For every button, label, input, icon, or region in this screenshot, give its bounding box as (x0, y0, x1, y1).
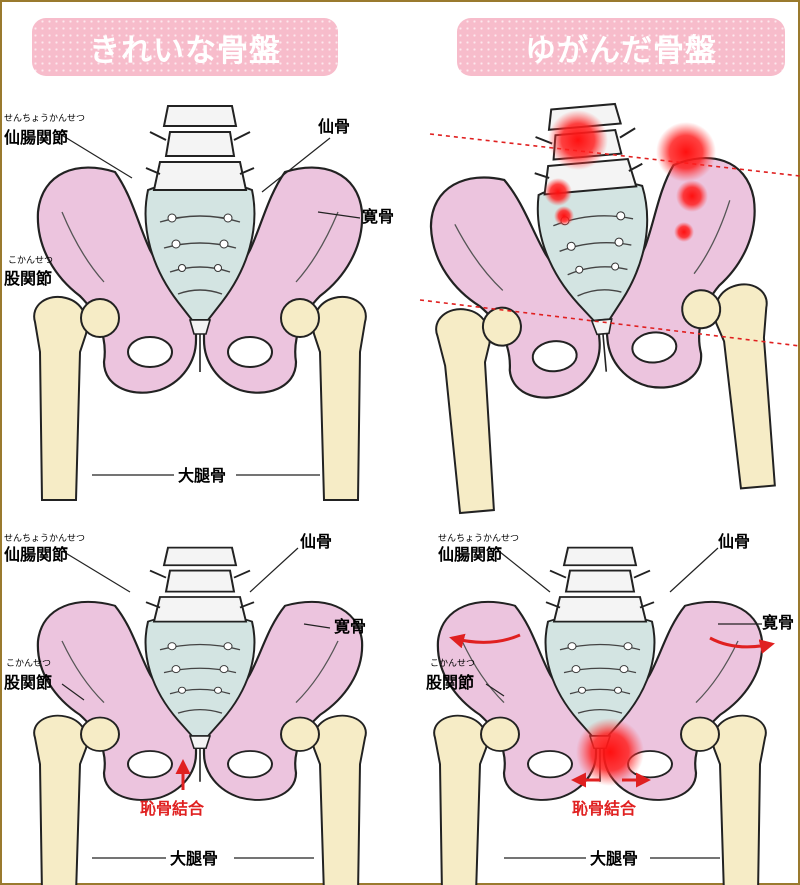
header-distorted-pelvis: ゆがんだ骨盤 (457, 18, 785, 76)
normal-pelvis-front-illustration: せんちょうかんせつ 仙腸関節 仙骨 寛骨 こかんせつ 股関節 恥骨結合 大腿骨 (4, 532, 367, 885)
label-sacrum: 仙骨 (300, 532, 332, 551)
label-sacroiliac-ruby: せんちょうかんせつ (4, 113, 85, 124)
label-pubic-symphysis: 恥骨結合 (572, 799, 637, 818)
label-pubic-symphysis: 恥骨結合 (140, 799, 205, 818)
distorted-pelvis-illustration (416, 91, 800, 515)
label-hip-joint-ruby: こかんせつ (8, 255, 53, 266)
label-hip-joint: 股関節 (4, 269, 52, 288)
label-femur: 大腿骨 (590, 849, 638, 868)
red-glow-marker-icon (576, 718, 644, 786)
panel-distorted-pelvis-bottom: せんちょうかんせつ 仙腸関節 仙骨 寛骨 こかんせつ 股関節 恥骨結合 大腿骨 (400, 500, 800, 885)
label-sacroiliac-joint: 仙腸関節 (4, 545, 68, 564)
red-glow-marker-icon (554, 206, 574, 226)
panel-normal-pelvis-top: せんちょうかんせつ 仙腸関節 仙骨 寛骨 こかんせつ 股関節 大腿骨 (0, 0, 400, 502)
panel-distorted-pelvis-top (400, 0, 800, 515)
label-femur: 大腿骨 (170, 849, 218, 868)
normal-pelvis-illustration: せんちょうかんせつ 仙腸関節 仙骨 寛骨 こかんせつ 股関節 大腿骨 (4, 104, 394, 502)
red-glow-marker-icon (548, 110, 608, 170)
label-hip-bone: 寛骨 (762, 613, 794, 632)
red-glow-marker-icon (674, 222, 694, 242)
label-hip-joint: 股関節 (426, 673, 474, 692)
red-glow-marker-icon (656, 122, 716, 182)
label-hip-bone: 寛骨 (362, 207, 394, 226)
label-sacroiliac-joint: 仙腸関節 (438, 545, 502, 564)
label-hip-joint-ruby: こかんせつ (430, 658, 475, 669)
label-sacroiliac-ruby: せんちょうかんせつ (4, 533, 85, 544)
red-glow-marker-icon (544, 178, 572, 206)
label-hip-joint: 股関節 (4, 673, 52, 692)
distorted-pelvis-front-illustration: せんちょうかんせつ 仙腸関節 仙骨 寛骨 こかんせつ 股関節 恥骨結合 大腿骨 (426, 532, 794, 885)
label-sacroiliac-joint: 仙腸関節 (4, 128, 68, 147)
label-sacrum: 仙骨 (318, 117, 350, 136)
label-sacroiliac-ruby: せんちょうかんせつ (438, 533, 519, 544)
label-hip-bone: 寛骨 (334, 617, 366, 636)
label-hip-joint-ruby: こかんせつ (6, 658, 51, 669)
panel-normal-pelvis-bottom: せんちょうかんせつ 仙腸関節 仙骨 寛骨 こかんせつ 股関節 恥骨結合 大腿骨 (0, 500, 400, 885)
header-normal-pelvis: きれいな骨盤 (32, 18, 338, 76)
tilt-line-top (429, 133, 800, 177)
red-glow-marker-icon (676, 180, 708, 212)
label-sacrum: 仙骨 (718, 532, 750, 551)
red-curved-arrow-icon (449, 633, 521, 649)
label-femur: 大腿骨 (178, 466, 226, 485)
red-curved-arrow-icon (709, 636, 775, 654)
